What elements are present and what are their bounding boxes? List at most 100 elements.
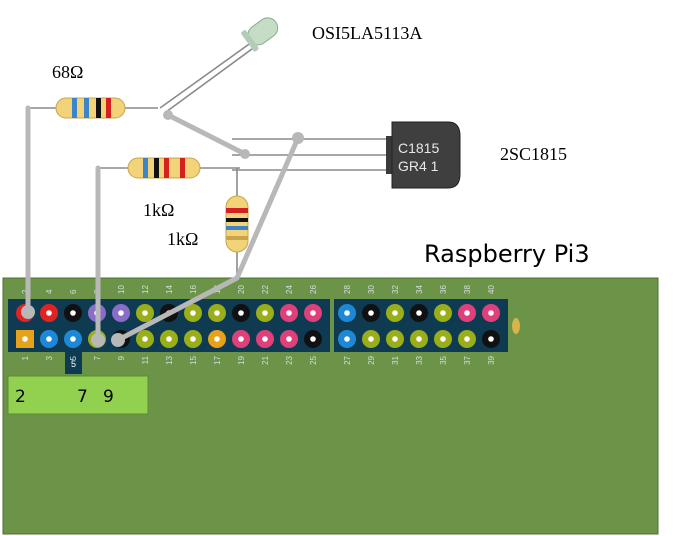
- gpio-pin-hole: [142, 336, 148, 342]
- gpio-pin-hole: [190, 310, 196, 316]
- gpio-pin-number: 31: [391, 355, 400, 364]
- gpio-pin-number: 23: [285, 355, 294, 364]
- gpio-pin-number: 14: [165, 285, 174, 294]
- resistor-68-ohm: [55, 97, 126, 119]
- gpio-pin-number: 34: [415, 285, 424, 294]
- gpio-pin-hole: [310, 310, 316, 316]
- gpio-pin-number: 6: [69, 289, 78, 294]
- gpio-pin-hole: [190, 336, 196, 342]
- gpio-pin-number: 20: [237, 285, 246, 294]
- pin-legend-b: 7: [77, 387, 88, 407]
- gpio-pin-hole: [46, 336, 52, 342]
- gpio-pin-number: 33: [415, 355, 424, 364]
- gpio-pin-hole: [238, 310, 244, 316]
- gpio-pin-number: 12: [141, 285, 150, 294]
- gpio-pin-hole: [166, 336, 172, 342]
- resistor-1k-label-b: 1kΩ: [167, 229, 198, 249]
- pin-legend-c: 9: [103, 387, 114, 407]
- gpio-pin-number: 37: [463, 355, 472, 364]
- gpio-pin-number: 10: [117, 285, 126, 294]
- transistor-part-label: 2SC1815: [500, 144, 567, 164]
- gpio-pin-hole: [392, 310, 398, 316]
- gpio-pin-number: 7: [93, 355, 102, 360]
- gpio-pin-hole: [46, 310, 52, 316]
- gpio-pin-hole: [416, 310, 422, 316]
- gpio-pin-hole: [464, 336, 470, 342]
- resistor-68-label: 68Ω: [52, 62, 83, 82]
- gpio-pin-number: 25: [309, 355, 318, 364]
- gpio-pin-hole: [416, 336, 422, 342]
- pin-legend-box: [7, 375, 149, 415]
- gpio-pin-number: 38: [463, 285, 472, 294]
- gpio-pin-hole: [464, 310, 470, 316]
- highlight-pin-label: 5: [71, 359, 76, 369]
- wires: [25, 105, 301, 343]
- gpio-pin-number: 3: [45, 355, 54, 360]
- gpio-pin-number: 39: [487, 355, 496, 364]
- resistor-1k-label-a: 1kΩ: [143, 200, 174, 220]
- gpio-pin-hole: [344, 310, 350, 316]
- gpio-pin-number: 36: [439, 285, 448, 294]
- gpio-pin-hole: [440, 336, 446, 342]
- resistor-1k-vertical: [225, 195, 249, 253]
- gpio-pin-number: 1: [21, 355, 30, 360]
- gpio-pin-hole: [392, 336, 398, 342]
- gpio-pin-hole: [440, 310, 446, 316]
- gpio-pin-number: 21: [261, 355, 270, 364]
- gpio-pin-hole: [214, 336, 220, 342]
- gpio-pin-number: 28: [343, 285, 352, 294]
- gpio-pin-hole: [488, 310, 494, 316]
- wire-led-collector: [165, 112, 248, 157]
- gpio-pin-hole: [70, 310, 76, 316]
- gpio-pin-hole: [286, 310, 292, 316]
- gpio-pin-hole: [118, 310, 124, 316]
- gpio-pin-number: 19: [237, 355, 246, 364]
- led: [241, 17, 279, 52]
- wire-junctions: [21, 110, 304, 347]
- gpio-pin-hole: [488, 336, 494, 342]
- wire-base-pin9: [115, 135, 301, 343]
- gpio-pin-number: 16: [189, 285, 198, 294]
- gpio-pin-number: 29: [367, 355, 376, 364]
- transistor-marking-2: GR4 1: [398, 158, 439, 174]
- board-edge-connector: [512, 318, 520, 334]
- gpio-pin-hole: [22, 336, 28, 342]
- gpio-pin-hole: [214, 310, 220, 316]
- gpio-pin-number: 24: [285, 285, 294, 294]
- gpio-pin-hole: [310, 336, 316, 342]
- gpio-pin-number: 32: [391, 285, 400, 294]
- gpio-pin-hole: [368, 310, 374, 316]
- gpio-pin-hole: [262, 336, 268, 342]
- gpio-pin-number: 5: [69, 355, 78, 360]
- pin-legend: 2 7 9: [7, 375, 149, 415]
- led-part-label: OSI5LA5113A: [312, 23, 422, 43]
- gpio-pin-hole: [368, 336, 374, 342]
- gpio-pin-number: 35: [439, 355, 448, 364]
- gpio-pin-number: 26: [309, 285, 318, 294]
- gpio-pin-number: 22: [261, 285, 270, 294]
- gpio-pin-number: 30: [367, 285, 376, 294]
- gpio-pin-number: 11: [141, 355, 150, 364]
- gpio-pin-hole: [262, 310, 268, 316]
- highlight-pin-tab: [65, 352, 82, 374]
- gpio-pin-number: 4: [45, 289, 54, 294]
- gpio-pin-hole: [286, 336, 292, 342]
- gpio-pin-hole: [142, 310, 148, 316]
- gpio-pin-number: 40: [487, 285, 496, 294]
- resistor-1k-horizontal: [127, 157, 201, 179]
- transistor-marking-1: C1815: [398, 140, 439, 156]
- pin-legend-a: 2: [15, 387, 26, 407]
- board-title: Raspberry Pi3: [424, 240, 590, 268]
- pins-bottom-row: [16, 330, 500, 348]
- gpio-pin-hole: [70, 336, 76, 342]
- transistor: C1815 GR4 1: [386, 121, 461, 189]
- gpio-pin-hole: [238, 336, 244, 342]
- gpio-pin-number: 17: [213, 355, 222, 364]
- gpio-pin-number: 27: [343, 355, 352, 364]
- gpio-pin-number: 15: [189, 355, 198, 364]
- gpio-pin-number: 13: [165, 355, 174, 364]
- gpio-pin-number: 9: [117, 355, 126, 360]
- gpio-pin-hole: [344, 336, 350, 342]
